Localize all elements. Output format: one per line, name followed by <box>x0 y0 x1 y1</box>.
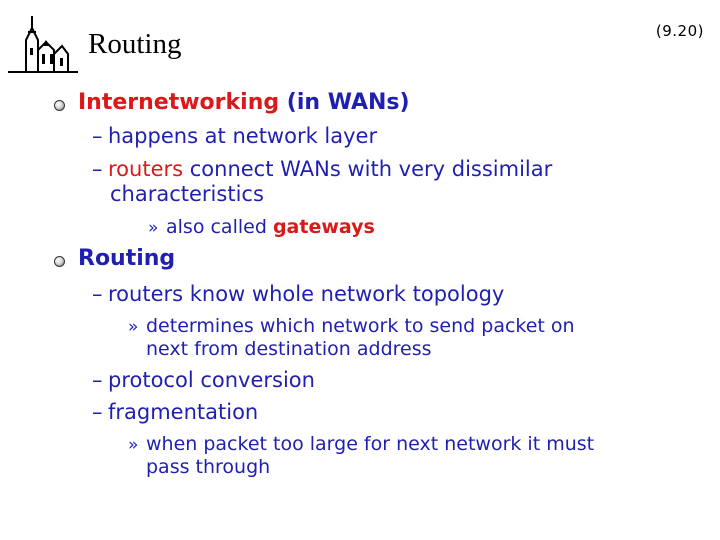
bullet-icon <box>54 100 65 111</box>
routers-term: routers <box>108 157 184 181</box>
double-chevron-icon: » <box>128 435 139 455</box>
slide-number: (9.20) <box>655 22 704 40</box>
internetworking-term: Internetworking <box>78 90 280 115</box>
gateways-prefix: also called <box>166 216 267 238</box>
double-chevron-icon: » <box>148 218 159 238</box>
internetworking-rest: (in WANs) <box>286 90 410 115</box>
dash-icon: – <box>92 157 103 181</box>
double-chevron-icon: » <box>128 317 139 337</box>
network-layer-text: happens at network layer <box>108 124 378 148</box>
detail-packet-too-large-cont: pass through <box>146 456 271 478</box>
page-title: Routing <box>88 28 182 60</box>
routers-connect-text: connect WANs with very dissimilar <box>189 157 553 181</box>
detail-gateways: » also called gateways <box>148 216 375 238</box>
sub-bullet-fragmentation: –fragmentation <box>92 400 258 424</box>
sub-bullet-characteristics: characteristics <box>110 182 264 206</box>
dash-icon: – <box>92 368 103 392</box>
sub-bullet-topology: –routers know whole network topology <box>92 282 504 306</box>
dash-icon: – <box>92 400 103 424</box>
bullet-routing: Routing <box>78 246 176 271</box>
castle-logo-icon <box>8 16 78 73</box>
detail-determines-cont: next from destination address <box>146 338 432 360</box>
sub-bullet-routers-connect: –routers connect WANs with very dissimil… <box>92 157 552 181</box>
detail-packet-too-large: » when packet too large for next network … <box>128 433 594 455</box>
gateways-term: gateways <box>272 216 375 238</box>
sub-bullet-network-layer: –happens at network layer <box>92 124 377 148</box>
protocol-conversion-text: protocol conversion <box>108 368 315 392</box>
dash-icon: – <box>92 124 103 148</box>
topology-text: routers know whole network topology <box>108 282 505 306</box>
bullet-internetworking: Internetworking (in WANs) <box>78 90 410 115</box>
packet-too-large-text-a: when packet too large for next network i… <box>146 433 595 455</box>
sub-bullet-protocol-conversion: –protocol conversion <box>92 368 315 392</box>
dash-icon: – <box>92 282 103 306</box>
determines-text-a: determines which network to send packet … <box>146 315 575 337</box>
fragmentation-text: fragmentation <box>108 400 259 424</box>
detail-determines: » determines which network to send packet… <box>128 315 575 337</box>
bullet-icon <box>54 256 65 267</box>
